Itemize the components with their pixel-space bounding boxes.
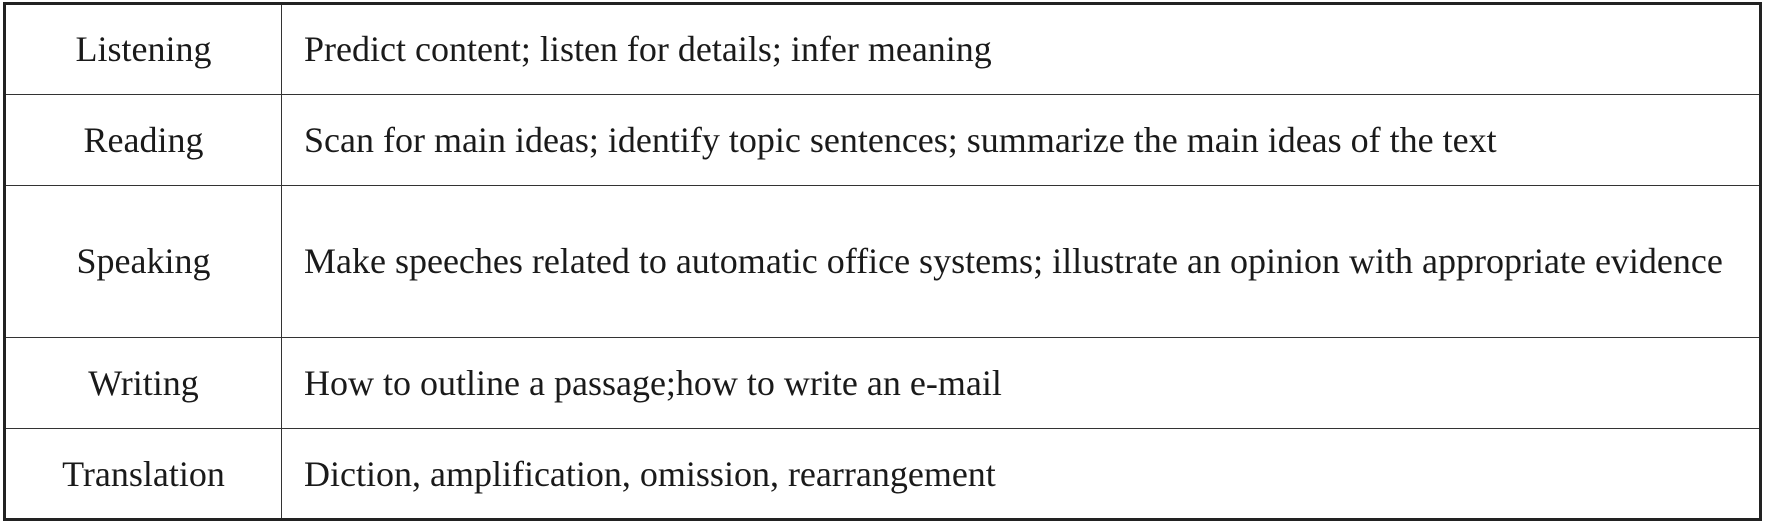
skill-description-cell: Diction, amplification, omission, rearra… xyxy=(281,428,1761,520)
skill-description-cell: Scan for main ideas; identify topic sent… xyxy=(281,93,1761,186)
table-row-reading: Reading Scan for main ideas; identify to… xyxy=(4,93,1761,186)
table-row-translation: Translation Diction, amplification, omis… xyxy=(4,428,1761,520)
skill-description-cell: Predict content; listen for details; inf… xyxy=(281,3,1761,95)
skills-table: Listening Predict content; listen for de… xyxy=(3,2,1762,521)
skill-description-cell: Make speeches related to automatic offic… xyxy=(281,184,1761,339)
table-row-writing: Writing How to outline a passage;how to … xyxy=(4,337,1761,430)
skill-name-cell: Reading xyxy=(4,93,282,186)
skill-description-cell: How to outline a passage;how to write an… xyxy=(281,337,1761,430)
skill-name-cell: Speaking xyxy=(4,184,282,339)
skill-name-cell: Listening xyxy=(4,3,282,95)
skill-name-cell: Translation xyxy=(4,428,282,520)
table-row-listening: Listening Predict content; listen for de… xyxy=(4,3,1761,95)
table-row-speaking: Speaking Make speeches related to automa… xyxy=(4,184,1761,339)
skill-name-cell: Writing xyxy=(4,337,282,430)
